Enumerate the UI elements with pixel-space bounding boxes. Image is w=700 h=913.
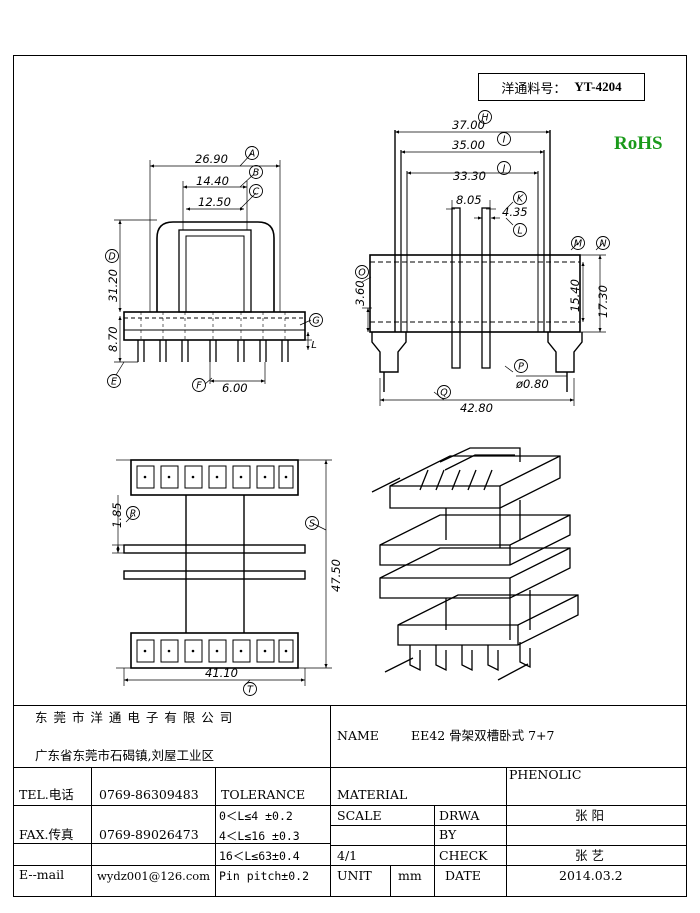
part-number-value: YT-4204 — [574, 79, 622, 94]
drawn-by-value: 张 阳 — [575, 808, 604, 823]
material-value: PHENOLIC — [509, 767, 582, 782]
dim-value-i: 35.00 — [452, 138, 485, 152]
tolerance-row-3: 16＜L≤63±0.4 — [219, 849, 300, 863]
dim-value-s: 47.50 — [329, 559, 343, 592]
dim-value-a: 26.90 — [195, 152, 228, 166]
scale-label: SCALE — [337, 808, 382, 823]
part-number-box: 洋通料号： YT-4204 — [478, 73, 645, 101]
part-number-label: 洋通料号： — [501, 81, 567, 97]
dim-value-b: 14.40 — [196, 174, 229, 188]
drawing-sheet — [13, 55, 687, 897]
dim-value-n: 17.30 — [596, 285, 610, 318]
balloon-m: M — [574, 239, 582, 250]
check-label: CHECK — [439, 848, 488, 863]
unit-value: mm — [398, 868, 422, 883]
dim-value-p: ø0.80 — [515, 377, 549, 391]
dim-value-l: 4.35 — [502, 205, 528, 219]
balloon-s: S — [309, 519, 315, 530]
email-label: E--mail — [19, 867, 65, 882]
fax-value: 0769-89026473 — [99, 827, 199, 842]
balloon-t: T — [247, 685, 254, 696]
drawn-by-label-line1: DRWA — [439, 808, 480, 823]
balloon-e: E — [111, 377, 117, 388]
dim-value-e: 8.70 — [106, 326, 120, 352]
company-address: 广东省东莞市石碣镇,刘屋工业区 — [35, 748, 214, 763]
dim-value-c: 12.50 — [198, 195, 231, 209]
date-value: 2014.03.2 — [559, 868, 623, 883]
dim-value-q: 42.80 — [460, 401, 493, 415]
front-view — [114, 152, 312, 385]
balloon-n: N — [599, 239, 606, 250]
check-value: 张 艺 — [575, 848, 604, 863]
dim-value-d: 31.20 — [106, 269, 120, 302]
drawn-by-label-line2: BY — [439, 827, 457, 842]
material-label: MATERIAL — [337, 787, 408, 802]
tel-value: 0769-86309483 — [99, 787, 199, 802]
unit-label: UNIT — [337, 868, 372, 883]
balloon-r: R — [130, 509, 137, 520]
balloon-o: O — [358, 268, 366, 279]
dim-value-r: 1.85 — [110, 502, 124, 528]
balloon-i: I — [503, 135, 506, 146]
date-label: DATE — [445, 868, 481, 883]
dim-value-h: 37.00 — [452, 118, 485, 132]
tel-label: TEL.电话 — [19, 787, 74, 802]
tolerance-row-2: 4＜L≤16 ±0.3 — [219, 829, 300, 843]
balloon-c: C — [253, 187, 260, 198]
balloon-h: H — [481, 113, 488, 124]
side-view — [361, 130, 606, 406]
balloon-l: L — [517, 226, 522, 237]
fax-label: FAX.传真 — [19, 827, 74, 842]
tolerance-row-1: 0＜L≤4 ±0.2 — [219, 809, 293, 823]
balloon-a: A — [248, 149, 256, 160]
scale-value: 4/1 — [337, 848, 358, 863]
company-name: 东 莞 市 洋 通 电 子 有 限 公 司 — [35, 710, 234, 725]
balloon-p: P — [518, 362, 524, 373]
dim-value-m: 15.40 — [568, 279, 582, 312]
top-view — [112, 459, 332, 687]
email-value: wydz001@126.com — [97, 869, 211, 883]
title-block: 东 莞 市 洋 通 电 子 有 限 公 司 广东省东莞市石碣镇,刘屋工业区 NA… — [13, 705, 687, 897]
balloon-j: J — [501, 164, 506, 175]
dim-value-o: 3.60 — [353, 280, 367, 306]
balloon-b: B — [253, 168, 260, 179]
balloon-q: Q — [440, 388, 448, 399]
isometric-view — [371, 447, 579, 681]
rohs-mark: RoHS — [614, 133, 663, 154]
balloon-k: K — [517, 194, 524, 205]
balloon-d: D — [108, 252, 115, 263]
dim-letter-l-front: L — [311, 340, 317, 351]
balloon-g: G — [312, 316, 319, 327]
name-label: NAME — [337, 728, 379, 743]
name-value: EE42 骨架双槽卧式 7+7 — [411, 728, 555, 743]
dim-value-k: 8.05 — [456, 193, 482, 207]
balloon-f: F — [196, 381, 202, 392]
tolerance-label: TOLERANCE — [221, 787, 306, 802]
dim-value-j: 33.30 — [453, 169, 486, 183]
dim-value-t: 41.10 — [205, 666, 238, 680]
tolerance-row-4: Pin pitch±0.2 — [219, 869, 310, 883]
dim-value-f: 6.00 — [222, 381, 248, 395]
